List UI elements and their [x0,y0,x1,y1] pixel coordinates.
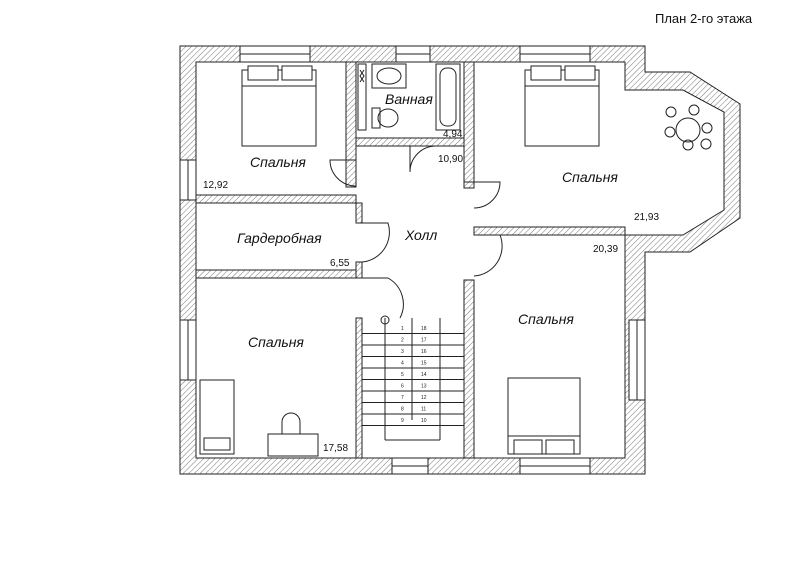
room-name-hall: Холл [404,227,437,243]
room-labels: Спальня 12,92 Ванная 4,94 Спальня 21,93 … [203,91,659,454]
outer-walls [179,45,741,475]
bathroom-fixtures [357,63,461,131]
step-number: 10 [421,418,427,424]
room-area-hall: 10,90 [438,154,463,165]
room-area-wardrobe: 6,55 [330,258,350,269]
bed-ne [524,65,600,147]
room-area-bedroom-se: 20,39 [593,244,618,255]
room-name-bedroom-nw: Спальня [250,154,306,170]
room-name-bedroom-sw: Спальня [248,334,304,350]
room-area-bedroom-ne: 21,93 [634,212,659,223]
room-name-bedroom-ne: Спальня [562,169,618,185]
step-number: 4 [401,361,404,367]
step-number: 16 [421,349,427,355]
step-number: 13 [421,384,427,390]
step-number: 17 [421,338,427,344]
doors [329,145,503,319]
step-number: 9 [401,418,404,424]
step-number: 2 [401,338,404,344]
step-number: 7 [401,395,404,401]
bay-table [664,104,713,151]
plan-title: План 2-го этажа [655,11,753,26]
desk [267,412,319,457]
step-number: 8 [401,407,404,413]
step-number: 15 [421,361,427,367]
room-area-bedroom-sw: 17,58 [323,443,348,454]
step-number: 6 [401,384,404,390]
windows [179,45,646,475]
step-number: 12 [421,395,427,401]
bed-sw [199,379,235,455]
step-number: 11 [421,407,426,413]
room-name-bedroom-se: Спальня [518,311,574,327]
step-number: 18 [421,326,427,332]
room-name-bathroom: Ванная [385,91,433,107]
step-number: 14 [421,372,427,378]
room-area-bathroom: 4,94 [443,129,463,140]
room-name-wardrobe: Гардеробная [237,230,322,246]
bed-se [507,377,581,455]
interior-walls [195,61,626,459]
room-area-bedroom-nw: 12,92 [203,180,228,191]
step-number: 3 [401,349,404,355]
bed-nw [241,65,317,147]
step-number: 5 [401,372,404,378]
step-number: 1 [401,326,404,332]
